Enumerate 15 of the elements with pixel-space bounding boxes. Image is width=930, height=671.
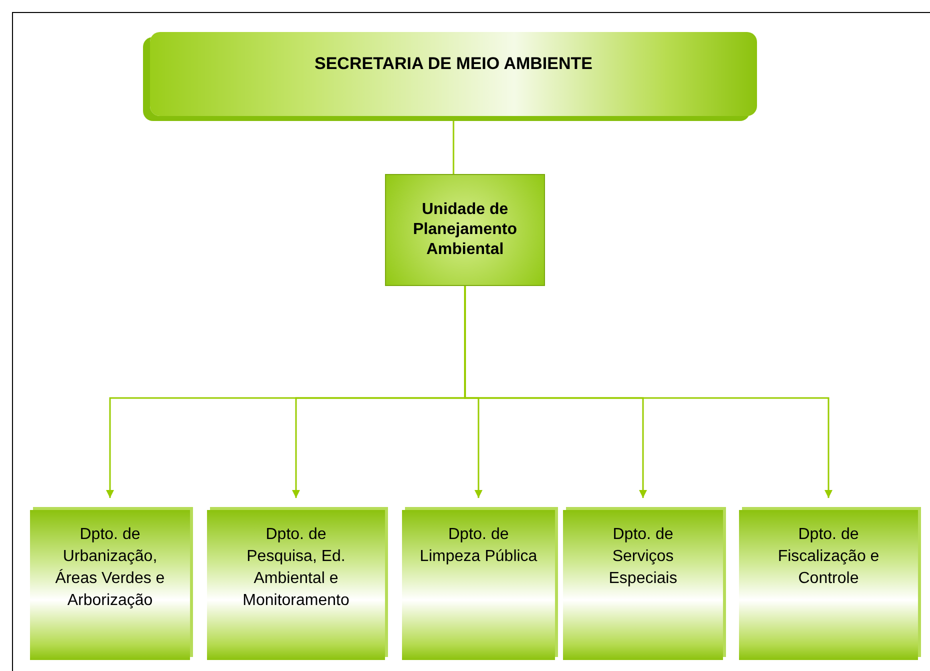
node-label: Unidade de Planejamento Ambiental	[412, 200, 518, 260]
title-banner	[150, 32, 757, 116]
node-label: Dpto. de Limpeza Pública	[418, 525, 538, 567]
node-label: Dpto. de Fiscalização e Controle	[776, 525, 880, 589]
department-box	[30, 510, 190, 660]
department-box	[739, 510, 918, 660]
node-label: Dpto. de Pesquisa, Ed. Ambiental e Monitoramento	[242, 525, 350, 611]
node-label: Dpto. de Serviços Especiais	[608, 525, 678, 589]
department-box	[207, 510, 385, 660]
department-box	[563, 510, 723, 660]
department-box	[402, 510, 555, 660]
unit-box	[385, 174, 545, 286]
arrow	[464, 286, 832, 498]
node-label: Dpto. de Urbanização, Áreas Verdes e Arborização	[54, 525, 166, 611]
node-label: SECRETARIA DE MEIO AMBIENTE	[314, 54, 592, 74]
